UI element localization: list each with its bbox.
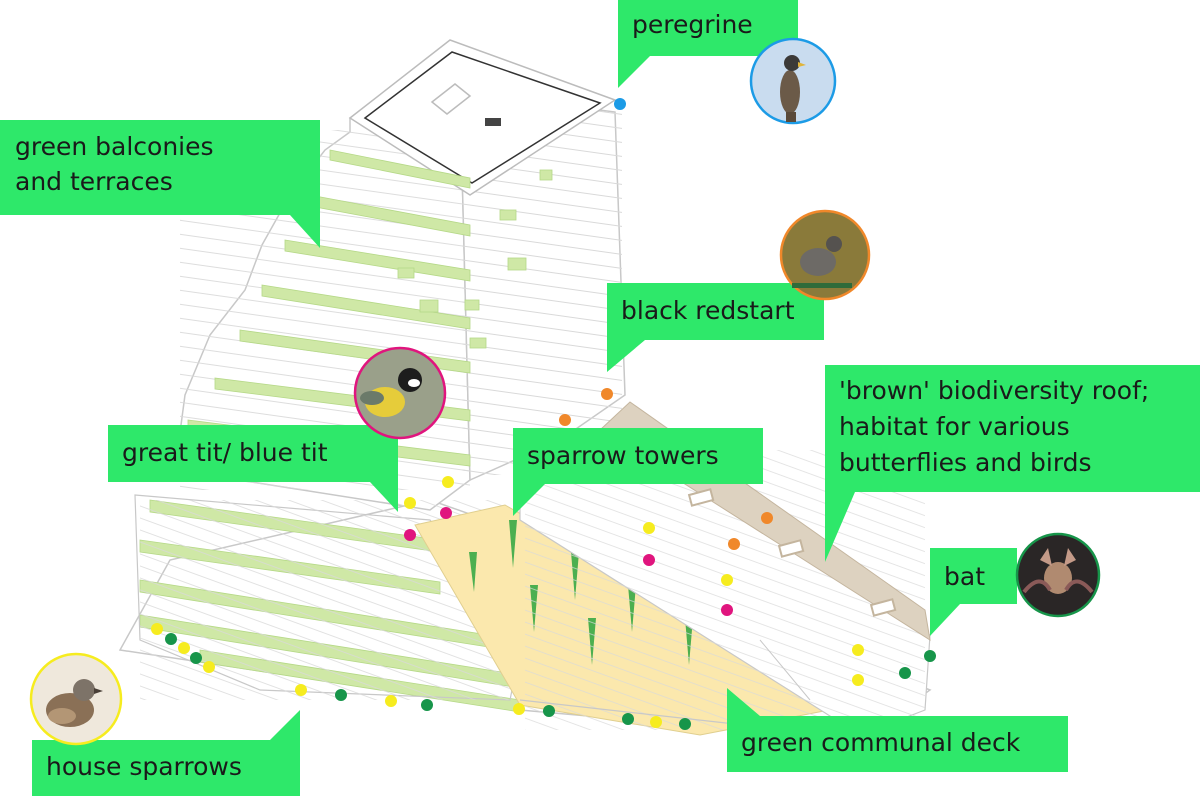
sparrow-markers-yellow [151,476,864,728]
callout-bat: bat [930,548,1017,636]
peregrine-marker [614,98,626,110]
bat-markers [165,633,936,730]
habitat-markers [151,98,936,730]
callout-great-tit-text: great tit/ blue tit [122,438,328,467]
sparrow-tower [509,520,517,568]
callout-house-sparrows-text: house sparrows [46,752,242,781]
callout-bat-text: bat [944,562,985,591]
callout-black-redstart: black redstart [607,283,824,372]
brown-roof-skylights [687,488,897,617]
callout-sparrow-towers: sparrow towers [513,428,763,516]
callout-house-sparrows: house sparrows [32,710,300,796]
roof-vent [485,118,501,126]
roof-skylight [430,83,472,115]
sparrow-tower [469,552,477,592]
black-redstart-markers [559,388,773,550]
callout-green-balconies: green balconies and terraces [0,120,320,248]
callout-sparrow-towers-text: sparrow towers [527,441,719,470]
callout-great-tit: great tit/ blue tit [108,425,398,512]
callout-green-deck-text: green communal deck [741,728,1021,757]
bat-photo-icon [1015,532,1101,618]
callout-black-redstart-text: black redstart [621,296,795,325]
black-redstart-photo-icon [779,209,871,301]
callout-brown-roof-line2: habitat for various [839,412,1070,441]
great-tit-photo-icon [353,346,447,440]
callout-brown-roof-line1: 'brown' biodiversity roof; [839,376,1149,405]
callout-brown-roof-line3: butterflies and birds [839,448,1092,477]
tower-roof-inner [363,51,602,184]
peregrine-photo-icon [749,37,837,125]
tit-markers [404,507,733,616]
callout-green-balconies-line2: and terraces [15,167,173,196]
callout-brown-roof: 'brown' biodiversity roof; habitat for v… [825,365,1200,562]
callout-peregrine-text: peregrine [632,10,753,39]
callout-green-deck: green communal deck [727,688,1068,772]
callout-peregrine: peregrine [618,0,798,88]
house-sparrow-photo-icon [29,652,123,746]
callout-green-balconies-line1: green balconies [15,132,214,161]
